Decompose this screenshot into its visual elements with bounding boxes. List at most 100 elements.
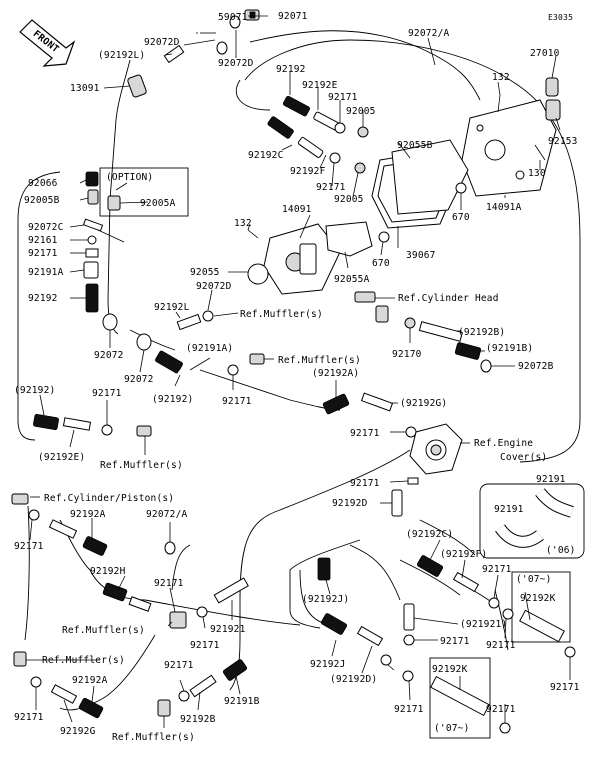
label-ref-muffler-b: Ref.Muffler(s)	[278, 355, 361, 366]
clamp-92171-top	[334, 122, 346, 134]
label-92192G-b: 92192G	[60, 726, 96, 737]
clamp-92171-p	[499, 722, 511, 734]
label-92072-b: 92072	[124, 374, 154, 385]
label-ref-cyl-piston: Ref.Cylinder/Piston(s)	[44, 493, 174, 504]
label-92171-a: 92171	[328, 92, 358, 103]
label-ref-muffler-d: Ref.Muffler(s)	[62, 625, 145, 636]
bolt-132-b	[247, 229, 259, 239]
label-92171-i: 92171	[154, 578, 184, 589]
label-ref-muffler-a: Ref.Muffler(s)	[240, 309, 323, 320]
label-92072D-b: 92072D	[218, 58, 254, 69]
label-92191B-a: (92191B)	[486, 343, 533, 354]
fitting-27010	[545, 77, 559, 97]
spring-hose-92192-b	[85, 283, 99, 313]
fitting-92153	[545, 99, 561, 121]
option-box	[99, 167, 189, 217]
bolt-132-a	[497, 94, 501, 113]
label-92192I-a: 921921	[210, 624, 246, 635]
clamp-92072D-mid	[202, 310, 214, 322]
label-ref-engine-cover: Ref.Engine	[474, 438, 533, 449]
clamp-92171-mid	[227, 364, 239, 376]
page-code: E3035	[548, 13, 573, 22]
hose-92192K-a	[519, 609, 565, 643]
spring-hose-92192A-a	[322, 393, 350, 415]
hose-92192G-b	[50, 684, 78, 704]
label-ref-muffler-f: Ref.Muffler(s)	[112, 732, 195, 743]
label-92072D-c: 92072D	[196, 281, 232, 292]
o-ring-670-a	[455, 182, 467, 194]
label-59071: 59071	[218, 12, 248, 23]
label-92171-m: 92171	[486, 640, 516, 651]
label-92055A: 92055A	[334, 274, 370, 285]
inset-box-06	[479, 483, 585, 559]
hose-92192I-a	[213, 577, 249, 604]
fitting-muffler-c	[136, 425, 152, 437]
label-92005B: 92005B	[24, 195, 60, 206]
label-92192K-b: 92192K	[432, 664, 468, 675]
spring-hose-92192H	[102, 582, 128, 602]
fitting-cylinder-head	[354, 291, 389, 323]
spring-hose-92192J-a	[317, 557, 331, 581]
clamp-92171-q	[30, 676, 42, 688]
clamp-92171-l	[564, 646, 576, 658]
label-92072B: 92072B	[518, 361, 554, 372]
inset-box-07-a	[511, 571, 571, 643]
label-92171-q: 92171	[486, 704, 516, 715]
label-92171-p: 92171	[394, 704, 424, 715]
label-92171-g: 92171	[350, 478, 380, 489]
clamp-92072C	[82, 218, 104, 232]
label-92072A-mid: 92072/A	[146, 509, 188, 520]
pump-body-14091	[263, 223, 341, 295]
leader-lines	[26, 15, 571, 728]
label-92171-f: 92171	[350, 428, 380, 439]
label-92192G-a: (92192G)	[400, 398, 447, 409]
label-92192I-b: (921921)	[460, 619, 507, 630]
clamp-92072-a	[102, 313, 118, 331]
label-92191-a: 92191	[536, 474, 566, 485]
label-92192L-a: (92192L)	[98, 50, 145, 61]
label-670-b: 670	[372, 258, 390, 269]
bolt-130	[534, 144, 546, 161]
label-39067: 39067	[406, 250, 436, 261]
fitting-cylinder-piston	[11, 493, 29, 505]
label-92192B-a: (92192B)	[458, 327, 505, 338]
hose-92192G-a	[360, 392, 394, 412]
clamp-92171-f	[407, 477, 419, 485]
label-92191A-b: (92191A)	[186, 343, 233, 354]
clamp-92072D-b	[216, 41, 228, 55]
spring-hose-92192J-b	[320, 613, 348, 635]
label-ref-engine-cover-2: Cover(s)	[500, 452, 547, 463]
hose-92192L-top	[163, 44, 185, 64]
clamp-92171-k	[502, 608, 514, 620]
fitting-92005-a	[357, 126, 369, 138]
spring-hose-92191B	[454, 342, 482, 360]
spring-hose-92192-d	[33, 413, 59, 431]
label-92171-o: 92171	[550, 682, 580, 693]
pump-housing-14091A	[461, 99, 557, 197]
spring-hose-92191B-b	[222, 659, 248, 681]
label-92072A-top: 92072/A	[408, 28, 450, 39]
hose-92192D-b	[356, 625, 384, 647]
o-ring-670-b	[378, 231, 390, 243]
clamp-92171-j	[488, 597, 500, 609]
gasket-92055A	[325, 221, 373, 257]
spring-hose-92192C-a	[267, 116, 294, 139]
fitting-92005B	[87, 189, 99, 205]
fitting-muffler-b	[249, 353, 265, 365]
bracket-92072C	[97, 229, 125, 243]
label-92192L-b: 92192L	[154, 302, 190, 313]
label-92171-e: 92171	[222, 396, 252, 407]
fitting-92066	[85, 171, 99, 187]
label-92171-b: 92171	[316, 182, 346, 193]
label-92191B-b: 92191B	[224, 696, 260, 707]
label-92066: 92066	[28, 178, 58, 189]
label-92171-k: 92171	[190, 640, 220, 651]
hose-92192F-b	[452, 571, 480, 593]
label-07-a: ('07~)	[516, 574, 552, 585]
clamp-92072A-mid	[164, 541, 176, 555]
washer-92161	[87, 235, 97, 245]
label-130: 130	[528, 168, 546, 179]
label-132-a: 132	[492, 72, 510, 83]
label-92192D-b: (92192D)	[330, 674, 377, 685]
